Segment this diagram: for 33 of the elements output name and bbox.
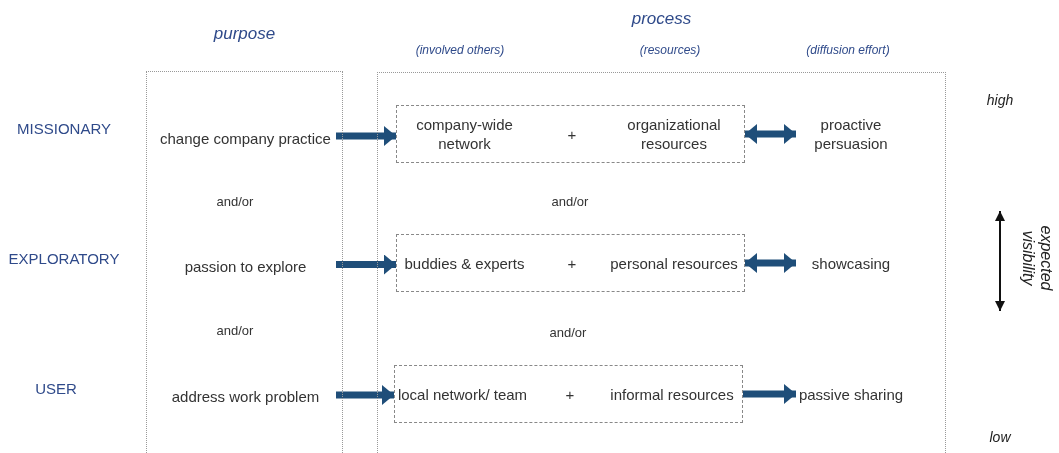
connector-word: and/or <box>216 322 254 338</box>
column-subheading: (resources) <box>639 43 701 57</box>
node-text: organizational resources <box>626 115 722 154</box>
node-text: buddies & experts <box>403 253 526 274</box>
plus-sign: + <box>564 384 576 405</box>
node-text: company-wide network <box>415 115 514 154</box>
axis-label: expected visibility <box>1019 224 1055 293</box>
dashed-box <box>394 365 743 423</box>
connector-word: and/or <box>549 324 587 340</box>
node-text: local network/ team <box>396 384 529 405</box>
dashed-box <box>396 234 745 292</box>
node-text: showcasing <box>796 243 906 283</box>
row-label: USER <box>35 379 77 397</box>
node-text: passion to explore <box>155 246 336 286</box>
scale-label: low <box>989 429 1011 445</box>
node-text: address work problem <box>155 376 336 416</box>
node-text: proactive persuasion <box>796 114 906 154</box>
row-label: MISSIONARY <box>17 119 111 137</box>
column-heading: process <box>630 9 693 29</box>
column-heading: purpose <box>212 24 277 44</box>
connector-word: and/or <box>216 193 254 209</box>
column-subheading: (diffusion effort) <box>806 43 890 57</box>
plus-sign: + <box>566 253 578 274</box>
node-text: passive sharing <box>796 374 906 414</box>
plus-sign: + <box>566 124 578 145</box>
node-text: personal resources <box>609 253 739 274</box>
dashed-box <box>396 105 745 163</box>
column-subheading: (involved others) <box>415 43 505 57</box>
scale-label: high <box>986 92 1014 108</box>
node-text: change company practice <box>155 118 336 158</box>
row-label: EXPLORATORY <box>8 249 120 267</box>
node-text: informal resources <box>609 384 735 405</box>
connector-word: and/or <box>551 193 589 209</box>
